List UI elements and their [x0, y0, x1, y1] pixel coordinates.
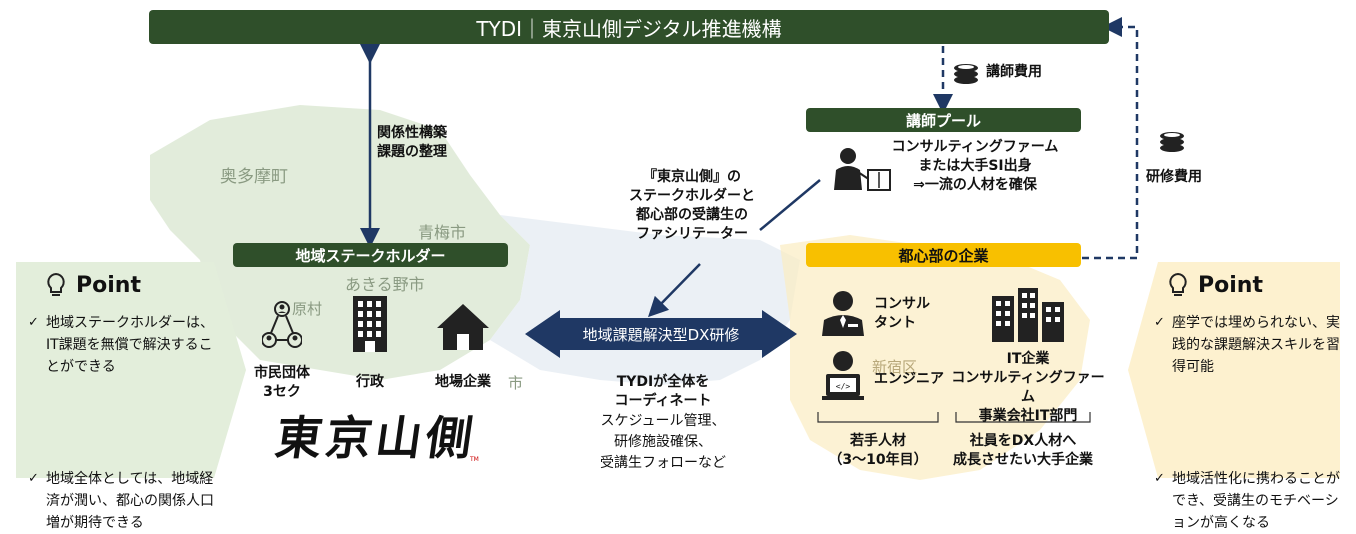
dx-training-label: 地域課題解決型DX研修 — [582, 326, 740, 344]
consultant-label: コンサル タント — [874, 296, 930, 331]
young-talent-label: 若手人材 （3～10年目） — [828, 433, 928, 468]
instructor-pool-desc: コンサルティングファーム または大手SI出身 ⇒一流の人材を確保 — [890, 138, 1060, 195]
coordinate-line: 研修施設確保、 — [614, 434, 712, 450]
instructor-pool-desc-line: コンサルティングファーム — [891, 139, 1059, 155]
center-double-arrow — [525, 310, 797, 358]
urban-company-title: 都心部の企業 — [898, 246, 989, 265]
stakeholder-label-government: 行政 — [356, 374, 384, 390]
instructor-pool-desc-line: または大手SI出身 — [918, 158, 1032, 174]
point-right-title: Point — [1168, 272, 1263, 298]
relationship-label: 関係性構築 課題の整理 — [377, 124, 447, 162]
stakeholder-label-local-business: 地場企業 — [435, 374, 491, 390]
engineer-icon: </> — [822, 351, 864, 400]
facilitator-line-top — [759, 179, 821, 231]
connector-layer — [360, 17, 1139, 423]
relationship-label-line: 課題の整理 — [377, 144, 447, 160]
coins-icon — [1160, 132, 1184, 152]
instructor-pool-title: 講師プール — [905, 111, 981, 130]
map-label: 新宿区 — [872, 358, 917, 376]
it-company-label: IT企業 コンサルティングファーム 事業会社IT部門 — [951, 351, 1105, 424]
map-label: あきる野市 — [345, 275, 425, 294]
svg-text:</>: </> — [836, 382, 851, 391]
top-title-bar: TYDI｜東京山側デジタル推進機構 — [149, 10, 1109, 44]
training-fee-arrow — [1082, 17, 1139, 260]
stakeholder-title: 地域ステークホルダー — [295, 246, 446, 265]
coordinate-title-line: コーディネート — [614, 393, 712, 409]
point-left-item: 地域ステークホルダーは、IT課題を無償で解決することができる — [28, 312, 226, 378]
map-label: 青梅市 — [418, 223, 466, 242]
map-label: 奥多摩町 — [220, 167, 288, 187]
map-label: 原村 — [292, 300, 322, 318]
facilitator-arrow — [648, 263, 701, 318]
engineer-label: エンジニア — [874, 371, 944, 387]
coordinate-block: TYDIが全体を コーディネート スケジュール管理、 研修施設確保、 受講生フォ… — [583, 373, 743, 474]
instructor-pool-desc-line: ⇒一流の人材を確保 — [913, 177, 1037, 193]
point-left-panel: Point 地域ステークホルダーは、IT課題を無償で解決することができる 地域全… — [16, 262, 246, 531]
facilitator-line: 『東京山側』の — [643, 169, 741, 185]
coordinate-line: スケジュール管理、 — [600, 413, 726, 429]
instructor-fee-text: 講師費用 — [986, 63, 1042, 80]
facilitator-text: 『東京山側』の ステークホルダーと 都心部の受講生の ファシリテーター — [617, 168, 767, 244]
point-left-title-text: Point — [76, 272, 141, 298]
map-label: 市 — [508, 374, 523, 392]
point-left-title: Point — [46, 272, 141, 298]
point-right-panel: Point 座学では埋められない、実践的な課題解決スキルを習得可能 地域活性化に… — [1128, 262, 1342, 531]
relationship-label-line: 関係性構築 — [377, 125, 447, 141]
training-fee-icon-wrap — [1156, 124, 1188, 158]
coordinate-line: 受講生フォローなど — [600, 455, 726, 471]
building-icon — [353, 296, 387, 352]
point-right-title-text: Point — [1198, 272, 1263, 298]
tokyo-yamagawa-logo: 東京山側 — [272, 411, 480, 465]
facilitator-line: ステークホルダーと — [629, 188, 755, 204]
instructor-pool-bar: 講師プール — [806, 108, 1081, 132]
top-title-text: TYDI｜東京山側デジタル推進機構 — [476, 16, 782, 41]
urban-company-bar: 都心部の企業 — [806, 243, 1081, 267]
trademark-mark: TM — [470, 456, 479, 463]
lightbulb-icon — [47, 272, 65, 296]
consultant-icon — [822, 291, 864, 336]
facilitator-line: ファシリテーター — [636, 226, 748, 242]
point-right-item: 座学では埋められない、実践的な課題解決スキルを習得可能 — [1154, 312, 1342, 378]
coins-icon — [954, 64, 978, 84]
network-people-icon — [262, 301, 302, 348]
facilitator-line: 都心部の受講生の — [636, 207, 748, 223]
young-bracket — [817, 412, 939, 423]
coordinate-title-line: TYDIが全体を — [616, 374, 710, 390]
office-buildings-icon — [992, 288, 1064, 342]
point-right-item: 地域活性化に携わることができ、受講生のモチベーションが高くなる — [1154, 468, 1342, 534]
employee-label: 社員をDX人材へ 成長させたい大手企業 — [953, 433, 1093, 468]
stakeholder-bar: 地域ステークホルダー — [233, 243, 508, 267]
instructor-fee: 講師費用 — [950, 58, 1042, 86]
point-left-item: 地域全体としては、地域経済が潤い、都心の関係人口増が期待できる — [28, 468, 226, 534]
map-region-west — [150, 105, 530, 380]
stakeholder-label-citizen: 市民団体 3セク — [254, 365, 310, 400]
house-icon — [437, 304, 489, 350]
training-fee-text: 研修費用 — [1146, 169, 1202, 185]
lightbulb-icon — [1169, 272, 1187, 296]
company-bracket — [955, 412, 1091, 423]
lecturer-icon — [834, 148, 891, 191]
